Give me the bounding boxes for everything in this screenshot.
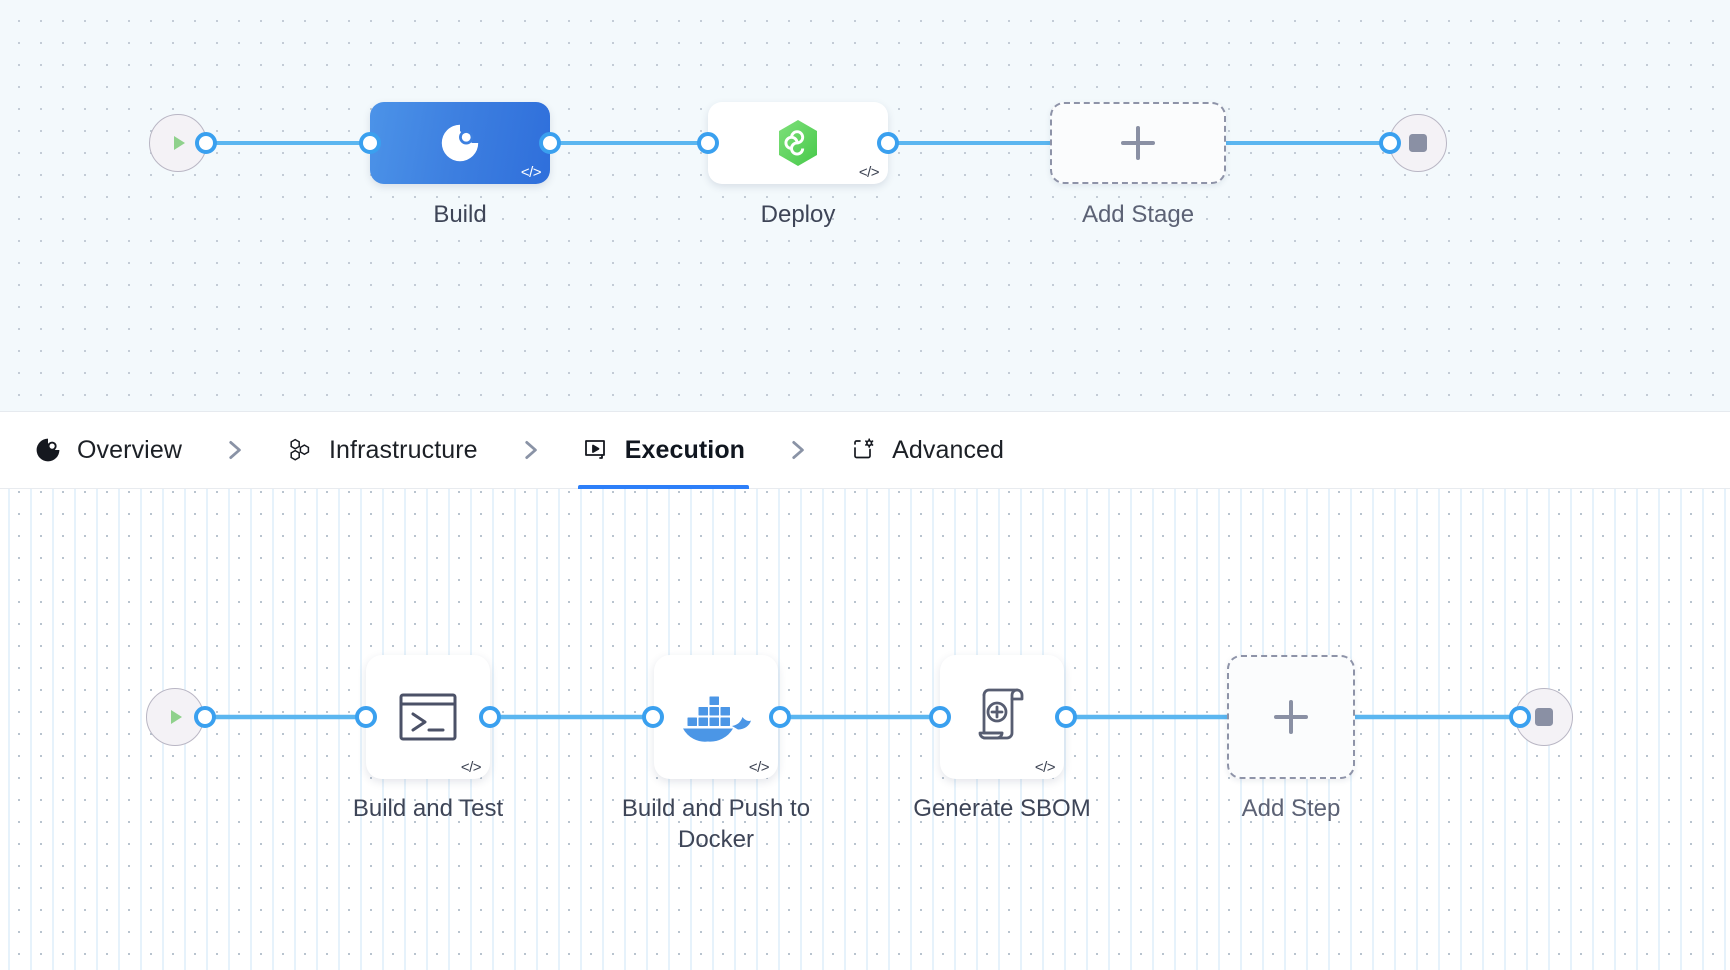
build-and-test-output-port[interactable] [479, 706, 501, 728]
chevron-right-icon [525, 441, 537, 459]
stage-label-deploy: Deploy [760, 201, 836, 228]
stage-label-build: Build [433, 201, 487, 228]
tab-separator [186, 437, 282, 463]
play-box-icon [584, 440, 605, 459]
scroll-plus-icon [978, 688, 1024, 740]
steps-start-output-port[interactable] [194, 706, 216, 728]
step-node-generate-sbom[interactable]: </> Generate SBOM [913, 655, 1091, 822]
stage-node-deploy[interactable]: </> Deploy [708, 102, 888, 228]
pie-notch-icon [441, 124, 479, 162]
deploy-input-port[interactable] [697, 132, 719, 154]
tab-advanced[interactable]: Advanced [845, 412, 1008, 489]
generate-sbom-input-port[interactable] [929, 706, 951, 728]
tab-label-execution: Execution [624, 435, 746, 464]
stages-canvas[interactable]: </> Build </> D [0, 0, 1730, 412]
build-push-docker-code-badge[interactable]: </> [748, 759, 770, 776]
docker-whale-icon [683, 696, 751, 742]
deploy-stage-card[interactable]: </> [708, 102, 888, 184]
add-step-label: Add Step [1241, 795, 1341, 822]
tab-overview[interactable]: Overview [30, 412, 186, 489]
tab-infrastructure[interactable]: Infrastructure [282, 412, 482, 489]
step-connector-wires [202, 714, 1523, 720]
stop-square-icon [1535, 708, 1553, 726]
add-step-button[interactable] [1227, 655, 1355, 779]
hexagons-icon [290, 438, 310, 461]
steps-canvas[interactable]: </> Build and Test [0, 489, 1730, 970]
build-push-docker-input-port[interactable] [642, 706, 664, 728]
pie-notch-icon [36, 438, 60, 462]
deploy-code-badge[interactable]: </> [858, 164, 880, 181]
build-and-test-code-badge[interactable]: </> [460, 759, 482, 776]
step-node-build-and-test[interactable]: </> Build and Test [353, 655, 503, 822]
stage-node-build[interactable]: </> Build [370, 102, 550, 228]
step-label-build-and-test: Build and Test [352, 795, 504, 822]
tab-separator [482, 437, 578, 463]
build-push-docker-card[interactable]: </> [654, 655, 778, 779]
add-stage-node[interactable]: Add Stage [1050, 102, 1226, 228]
steps-end-input-port[interactable] [1509, 706, 1531, 728]
add-stage-button[interactable] [1050, 102, 1226, 184]
generate-sbom-card[interactable]: </> [940, 655, 1064, 779]
generate-sbom-code-badge[interactable]: </> [1034, 759, 1056, 776]
generate-sbom-output-port[interactable] [1055, 706, 1077, 728]
tab-label-overview: Overview [77, 435, 182, 464]
stage-connector-wires [204, 141, 1392, 145]
tab-execution[interactable]: Execution [577, 412, 750, 489]
chevron-right-icon [229, 441, 241, 459]
stop-square-icon [1409, 134, 1427, 152]
build-output-port[interactable] [539, 132, 561, 154]
play-triangle-icon [171, 710, 182, 724]
tab-label-infrastructure: Infrastructure [329, 435, 478, 464]
add-stage-label: Add Stage [1081, 201, 1195, 228]
build-stage-card[interactable]: </> [370, 102, 550, 184]
build-and-test-input-port[interactable] [355, 706, 377, 728]
step-label-generate-sbom: Generate SBOM [913, 795, 1091, 822]
box-gear-icon [854, 438, 874, 459]
build-input-port[interactable] [359, 132, 381, 154]
stages-end-node[interactable] [1389, 114, 1447, 172]
chevron-right-icon [792, 441, 804, 459]
build-and-test-card[interactable]: </> [366, 655, 490, 779]
stage-config-tabs[interactable]: Overview Infrastructure [0, 412, 1730, 489]
tab-label-advanced: Advanced [892, 435, 1005, 464]
step-node-build-push-docker[interactable]: </> Build and Push to Docker [622, 655, 810, 853]
plus-icon [1121, 126, 1155, 160]
stop-circle[interactable] [1389, 114, 1447, 172]
tab-separator [749, 437, 845, 463]
terminal-icon [399, 693, 457, 741]
deploy-output-port[interactable] [877, 132, 899, 154]
play-triangle-icon [174, 136, 185, 150]
add-step-node[interactable]: Add Step [1227, 655, 1355, 822]
step-label-build-push-docker: Build and Push to Docker [621, 795, 811, 854]
hexagon-infinity-icon [779, 120, 817, 166]
start-output-port[interactable] [195, 132, 217, 154]
build-code-badge[interactable]: </> [520, 164, 542, 181]
plus-icon [1274, 700, 1308, 734]
stages-end-input-port[interactable] [1379, 132, 1401, 154]
build-push-docker-output-port[interactable] [769, 706, 791, 728]
